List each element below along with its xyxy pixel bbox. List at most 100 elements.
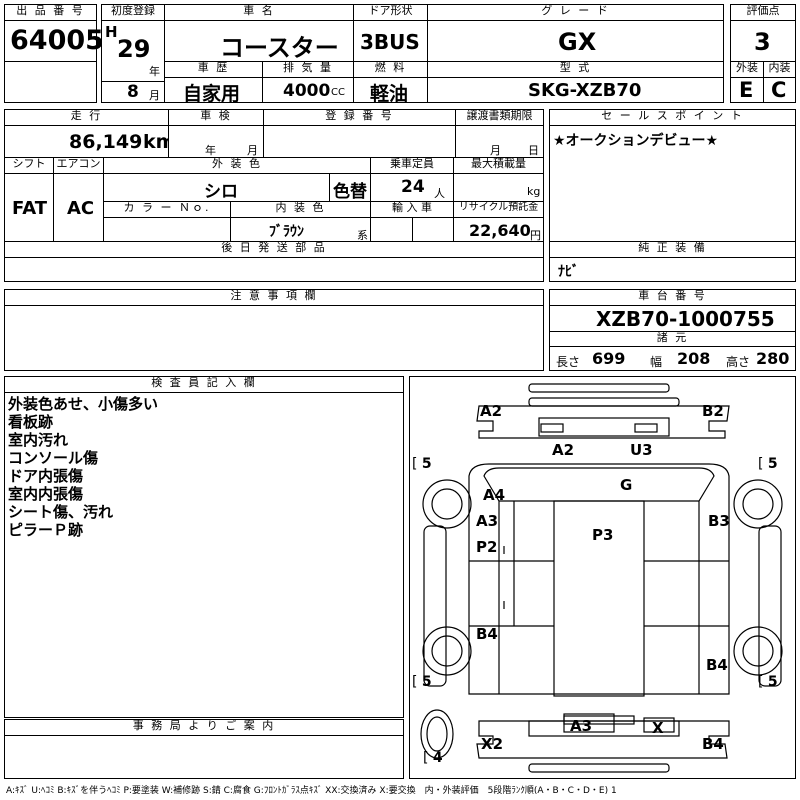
car-name: コースター	[220, 34, 339, 62]
inspector-line: シート傷、汚れ	[8, 503, 114, 521]
interior: C	[771, 78, 787, 102]
inspector-line: 看板跡	[8, 413, 54, 431]
rear-lamp-right	[643, 717, 675, 733]
front-view-outline	[476, 405, 730, 439]
model: SKG-XZB70	[528, 80, 642, 101]
damage-mark: A2	[552, 441, 575, 459]
tread-rear-left: [ 5	[412, 674, 432, 690]
chassis-number: XZB70-1000755	[596, 307, 775, 331]
damage-mark: B4	[702, 735, 724, 753]
max-load-unit: kg	[527, 185, 541, 198]
import-cell-b	[412, 217, 454, 242]
tread-front-left: [ 5	[412, 456, 432, 472]
lot-no-label: 出 品 番 号	[4, 4, 97, 21]
displacement-cell: 4000 CC	[262, 77, 354, 103]
car-name-label: 車 名	[164, 4, 354, 21]
fuel-cell: 軽油	[353, 77, 428, 105]
door: 3BUS	[360, 30, 420, 54]
ac: AC	[67, 198, 95, 219]
inspection-label: 車 検	[168, 109, 264, 126]
length-label: 長さ	[556, 355, 581, 369]
damage-mark: P3	[592, 526, 614, 544]
height-label: 高さ	[726, 355, 751, 369]
front-view-panel	[528, 397, 680, 407]
score-label: 評価点	[730, 4, 796, 21]
max-load-label: 最大積載量	[453, 157, 544, 174]
mileage-unit: km	[143, 131, 176, 153]
notes-label: 注 意 事 項 欄	[4, 289, 544, 306]
front-bumper-bar	[528, 383, 670, 393]
door-label: ドア形状	[353, 4, 428, 21]
side-panel-right	[758, 525, 782, 687]
displacement-label: 排 気 量	[262, 61, 354, 78]
ext-color-cell: シロ	[103, 173, 330, 202]
inspection-year-unit: 年	[205, 144, 216, 157]
tread-value: 5	[767, 674, 778, 690]
history: 自家用	[183, 83, 241, 105]
damage-mark: B2	[702, 402, 724, 420]
width: 208	[677, 349, 711, 368]
shift-label: シフト	[4, 157, 54, 174]
lot-no-blank	[4, 61, 97, 103]
width-label: 幅	[650, 355, 663, 369]
rear-view-outline	[476, 720, 730, 759]
inspector-cell	[4, 392, 404, 718]
inspector-line: 室内汚れ	[8, 431, 69, 449]
shift: FAT	[12, 198, 48, 219]
transfer-month-unit: 月	[490, 144, 501, 157]
history-cell: 自家用	[164, 77, 263, 105]
first-reg-label: 初度登録	[101, 4, 165, 21]
import-cell-a	[370, 217, 413, 242]
damage-mark: A3	[476, 512, 499, 530]
exterior-cell: E	[730, 77, 764, 103]
color-change-cell: 色替	[329, 173, 371, 202]
spec-cell: 長さ 699 幅 208 高さ 280	[549, 346, 796, 371]
notes-cell	[4, 305, 544, 371]
windshield	[483, 467, 715, 502]
car-name-cell: コースター	[164, 20, 354, 62]
height: 280	[756, 349, 790, 368]
import-label: 輸 入 車	[370, 201, 454, 218]
inspection-cell: 年 月	[168, 125, 264, 158]
tread-value: 5	[421, 456, 432, 472]
inspector-line: 外装色あせ、小傷多い	[8, 395, 159, 413]
capacity-label: 乗車定員	[370, 157, 454, 174]
int-color: ﾌﾞﾗｳﾝ	[269, 224, 304, 240]
rear-window	[528, 720, 680, 737]
int-color-label: 内 装 色	[230, 201, 371, 218]
history-label: 車 歴	[164, 61, 263, 78]
first-reg-month: 8	[127, 82, 139, 102]
tread-value: 4	[432, 750, 443, 766]
front-headlamp-left	[540, 423, 564, 433]
genuine-label: 純 正 装 備	[549, 241, 796, 258]
tread-spare: [ 4	[423, 750, 443, 766]
recycle-cell: 22,640 円	[453, 217, 544, 242]
length: 699	[592, 349, 626, 368]
tire-spare	[420, 709, 454, 759]
ac-label: エアコン	[53, 157, 104, 174]
tread-value: 5	[767, 456, 778, 472]
grade-label: グ レ ー ド	[427, 4, 724, 21]
displacement-unit: CC	[331, 87, 345, 98]
damage-mark: X2	[481, 735, 504, 753]
reg-no-cell	[263, 125, 456, 158]
tread-front-right: [ 5	[758, 456, 778, 472]
score: 3	[754, 28, 771, 56]
int-color-cell: ﾌﾞﾗｳﾝ 系	[230, 217, 371, 242]
mileage: 86,149	[69, 131, 143, 153]
grade: GX	[558, 28, 597, 56]
damage-mark: B3	[708, 512, 730, 530]
sales-point-label: セ ー ル ス ポ イ ン ト	[549, 109, 796, 126]
capacity-unit: 人	[434, 187, 445, 200]
spec-label: 諸 元	[549, 331, 796, 347]
color-no-cell	[103, 217, 231, 242]
model-label: 型 式	[427, 61, 724, 78]
damage-mark: B4	[476, 625, 498, 643]
sales-point: ★オークションデビュー★	[553, 133, 719, 149]
lot-no-cell: 64005	[4, 20, 104, 62]
rear-lamp-left	[563, 713, 615, 733]
later-parts-label: 後 日 発 送 部 品	[4, 241, 544, 258]
int-color-unit: 系	[357, 229, 368, 242]
later-parts-cell	[4, 257, 544, 282]
tread-rear-right: [ 5	[758, 674, 778, 690]
